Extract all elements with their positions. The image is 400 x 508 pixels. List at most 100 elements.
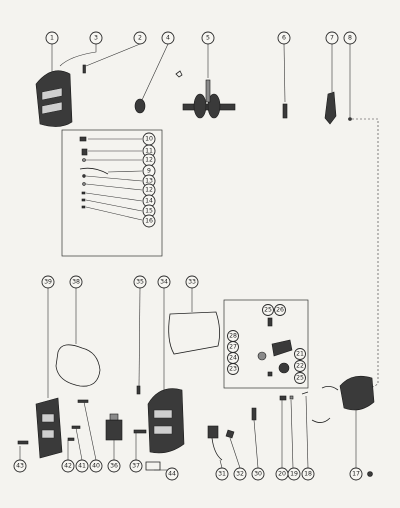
callout-label: 1 [50, 35, 54, 42]
part-8-clip [348, 117, 352, 121]
callout-41: 41 [75, 459, 89, 473]
callout-label: 13 [145, 178, 153, 185]
callout-44: 44 [165, 467, 179, 481]
callout-12-second: 12 [142, 183, 156, 197]
part-42-pin [67, 437, 75, 441]
callout-1: 1 [45, 31, 59, 45]
callout-35: 35 [133, 275, 147, 289]
callout-label: 37 [132, 463, 140, 470]
callout-label: 27 [229, 344, 237, 351]
callout-label: 11 [145, 148, 153, 155]
callout-21: 21 [294, 348, 306, 360]
callout-label: 35 [136, 279, 144, 286]
callout-6: 6 [277, 31, 291, 45]
callout-5: 5 [201, 31, 215, 45]
leader-lines [19, 43, 357, 471]
callout-label: 24 [229, 355, 237, 362]
callout-2: 2 [133, 31, 147, 45]
callout-38: 38 [69, 275, 83, 289]
callout-10: 10 [142, 132, 156, 146]
callout-12: 12 [142, 153, 156, 167]
part-4-bushing [134, 70, 183, 114]
callout-label: 8 [348, 35, 352, 42]
part-36-rotor [105, 413, 123, 441]
callout-17: 17 [349, 467, 363, 481]
callout-19: 19 [287, 467, 301, 481]
part-34-housing [147, 388, 185, 454]
callout-31: 31 [215, 467, 229, 481]
callout-42: 42 [61, 459, 75, 473]
part-38-gasket [55, 344, 101, 387]
part-nut [367, 471, 373, 477]
callout-25-top: 25 [262, 304, 274, 316]
callout-label: 19 [290, 471, 298, 478]
part-6-pin [282, 103, 288, 119]
callout-27: 27 [227, 341, 239, 353]
part-17-coil [311, 375, 375, 423]
callout-label: 23 [229, 366, 237, 373]
callout-label: 5 [206, 35, 210, 42]
callout-13: 13 [142, 174, 156, 188]
callout-label: 20 [278, 471, 286, 478]
part-35-screw [136, 385, 141, 395]
callout-label: 10 [145, 136, 153, 143]
callout-label: 30 [254, 471, 262, 478]
callout-label: 17 [352, 471, 360, 478]
part-39-housing [35, 397, 63, 459]
callout-label: 28 [229, 333, 237, 340]
callout-label: 41 [78, 463, 86, 470]
callout-label: 12 [145, 187, 153, 194]
callout-22: 22 [294, 360, 306, 372]
callout-label: 18 [304, 471, 312, 478]
hardware-kit-parts [79, 136, 109, 209]
callout-34: 34 [157, 275, 171, 289]
callout-label: 2 [138, 35, 142, 42]
callout-label: 25 [296, 375, 304, 382]
switch-assembly-box [223, 299, 309, 389]
part-5-shaft [182, 79, 236, 119]
callout-36: 36 [107, 459, 121, 473]
part-20-screw [279, 395, 287, 401]
part-1-housing [35, 70, 73, 127]
part-32-clip [225, 429, 235, 439]
callout-label: 9 [147, 168, 151, 175]
callout-label: 7 [330, 35, 334, 42]
callout-label: 34 [160, 279, 168, 286]
part-7-lever [324, 91, 337, 125]
callout-7: 7 [325, 31, 339, 45]
callout-26: 26 [274, 304, 286, 316]
part-31-connector [207, 425, 223, 461]
part-2-screw [82, 64, 86, 74]
callout-43: 43 [13, 459, 27, 473]
callout-label: 3 [94, 35, 98, 42]
callout-label: 43 [16, 463, 24, 470]
callout-label: 40 [92, 463, 100, 470]
callout-label: 15 [145, 208, 153, 215]
callout-25-bottom: 25 [294, 372, 306, 384]
switch-assembly-parts [257, 317, 293, 377]
part-19-washer [289, 395, 294, 400]
part-44-bracket [145, 461, 161, 471]
callout-label: 12 [145, 157, 153, 164]
callout-24: 24 [227, 352, 239, 364]
callout-label: 21 [296, 351, 304, 358]
callout-label: 22 [296, 363, 304, 370]
callout-label: 14 [145, 198, 153, 205]
callout-label: 31 [218, 471, 226, 478]
callout-4: 4 [161, 31, 175, 45]
callout-label: 25 [264, 307, 272, 314]
callout-label: 39 [44, 279, 52, 286]
callout-37: 37 [129, 459, 143, 473]
callout-label: 44 [168, 471, 176, 478]
callout-33: 33 [185, 275, 199, 289]
callout-30: 30 [251, 467, 265, 481]
hardware-kit-box [61, 129, 163, 257]
callout-40: 40 [89, 459, 103, 473]
callout-20: 20 [275, 467, 289, 481]
part-37-pin [133, 429, 147, 434]
part-43-screw [17, 440, 29, 445]
callout-label: 4 [166, 35, 170, 42]
callout-label: 32 [236, 471, 244, 478]
